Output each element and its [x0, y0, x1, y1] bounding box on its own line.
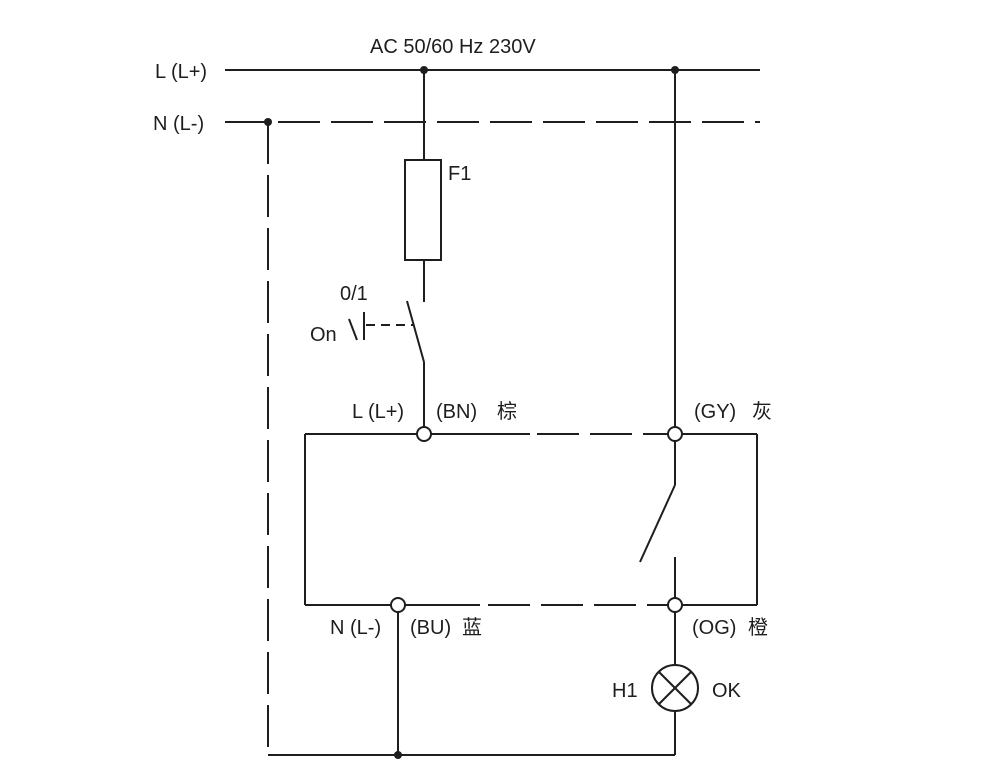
terminal-brown-color: 棕: [497, 400, 517, 423]
terminal-blue-label: N (L-): [330, 617, 381, 639]
line-rail-label: L (L+): [155, 61, 207, 83]
lamp-icon: [651, 664, 699, 712]
terminal-grey-code: (GY): [694, 401, 736, 423]
manual-actuator-icon: [348, 318, 358, 341]
terminal-blue-code: (BU): [410, 617, 451, 639]
supply-label: AC 50/60 Hz 230V: [370, 36, 536, 58]
switch-blade: [406, 300, 425, 363]
fuse-f1: [404, 159, 442, 261]
fuse-label: F1: [448, 163, 471, 185]
terminal-brown-label: L (L+): [352, 401, 404, 423]
terminal-grey: [667, 426, 683, 442]
terminal-blue: [390, 597, 406, 613]
neutral-rail-label: N (L-): [153, 113, 204, 135]
terminal-brown: [416, 426, 432, 442]
switch-position-label: 0/1: [340, 283, 368, 305]
contact-blade: [639, 484, 676, 563]
switch-on-label: On: [310, 324, 337, 346]
lamp-label: H1: [612, 680, 638, 702]
bottom-junction: [394, 751, 402, 759]
terminal-orange-code: (OG): [692, 617, 736, 639]
terminal-blue-color: 蓝: [462, 616, 482, 639]
terminal-orange-color: 橙: [748, 616, 768, 639]
lamp-cross-b: [658, 671, 692, 705]
terminal-grey-color: 灰: [752, 400, 772, 423]
terminal-brown-code: (BN): [436, 401, 477, 423]
lamp-status: OK: [712, 680, 742, 702]
terminal-orange: [667, 597, 683, 613]
